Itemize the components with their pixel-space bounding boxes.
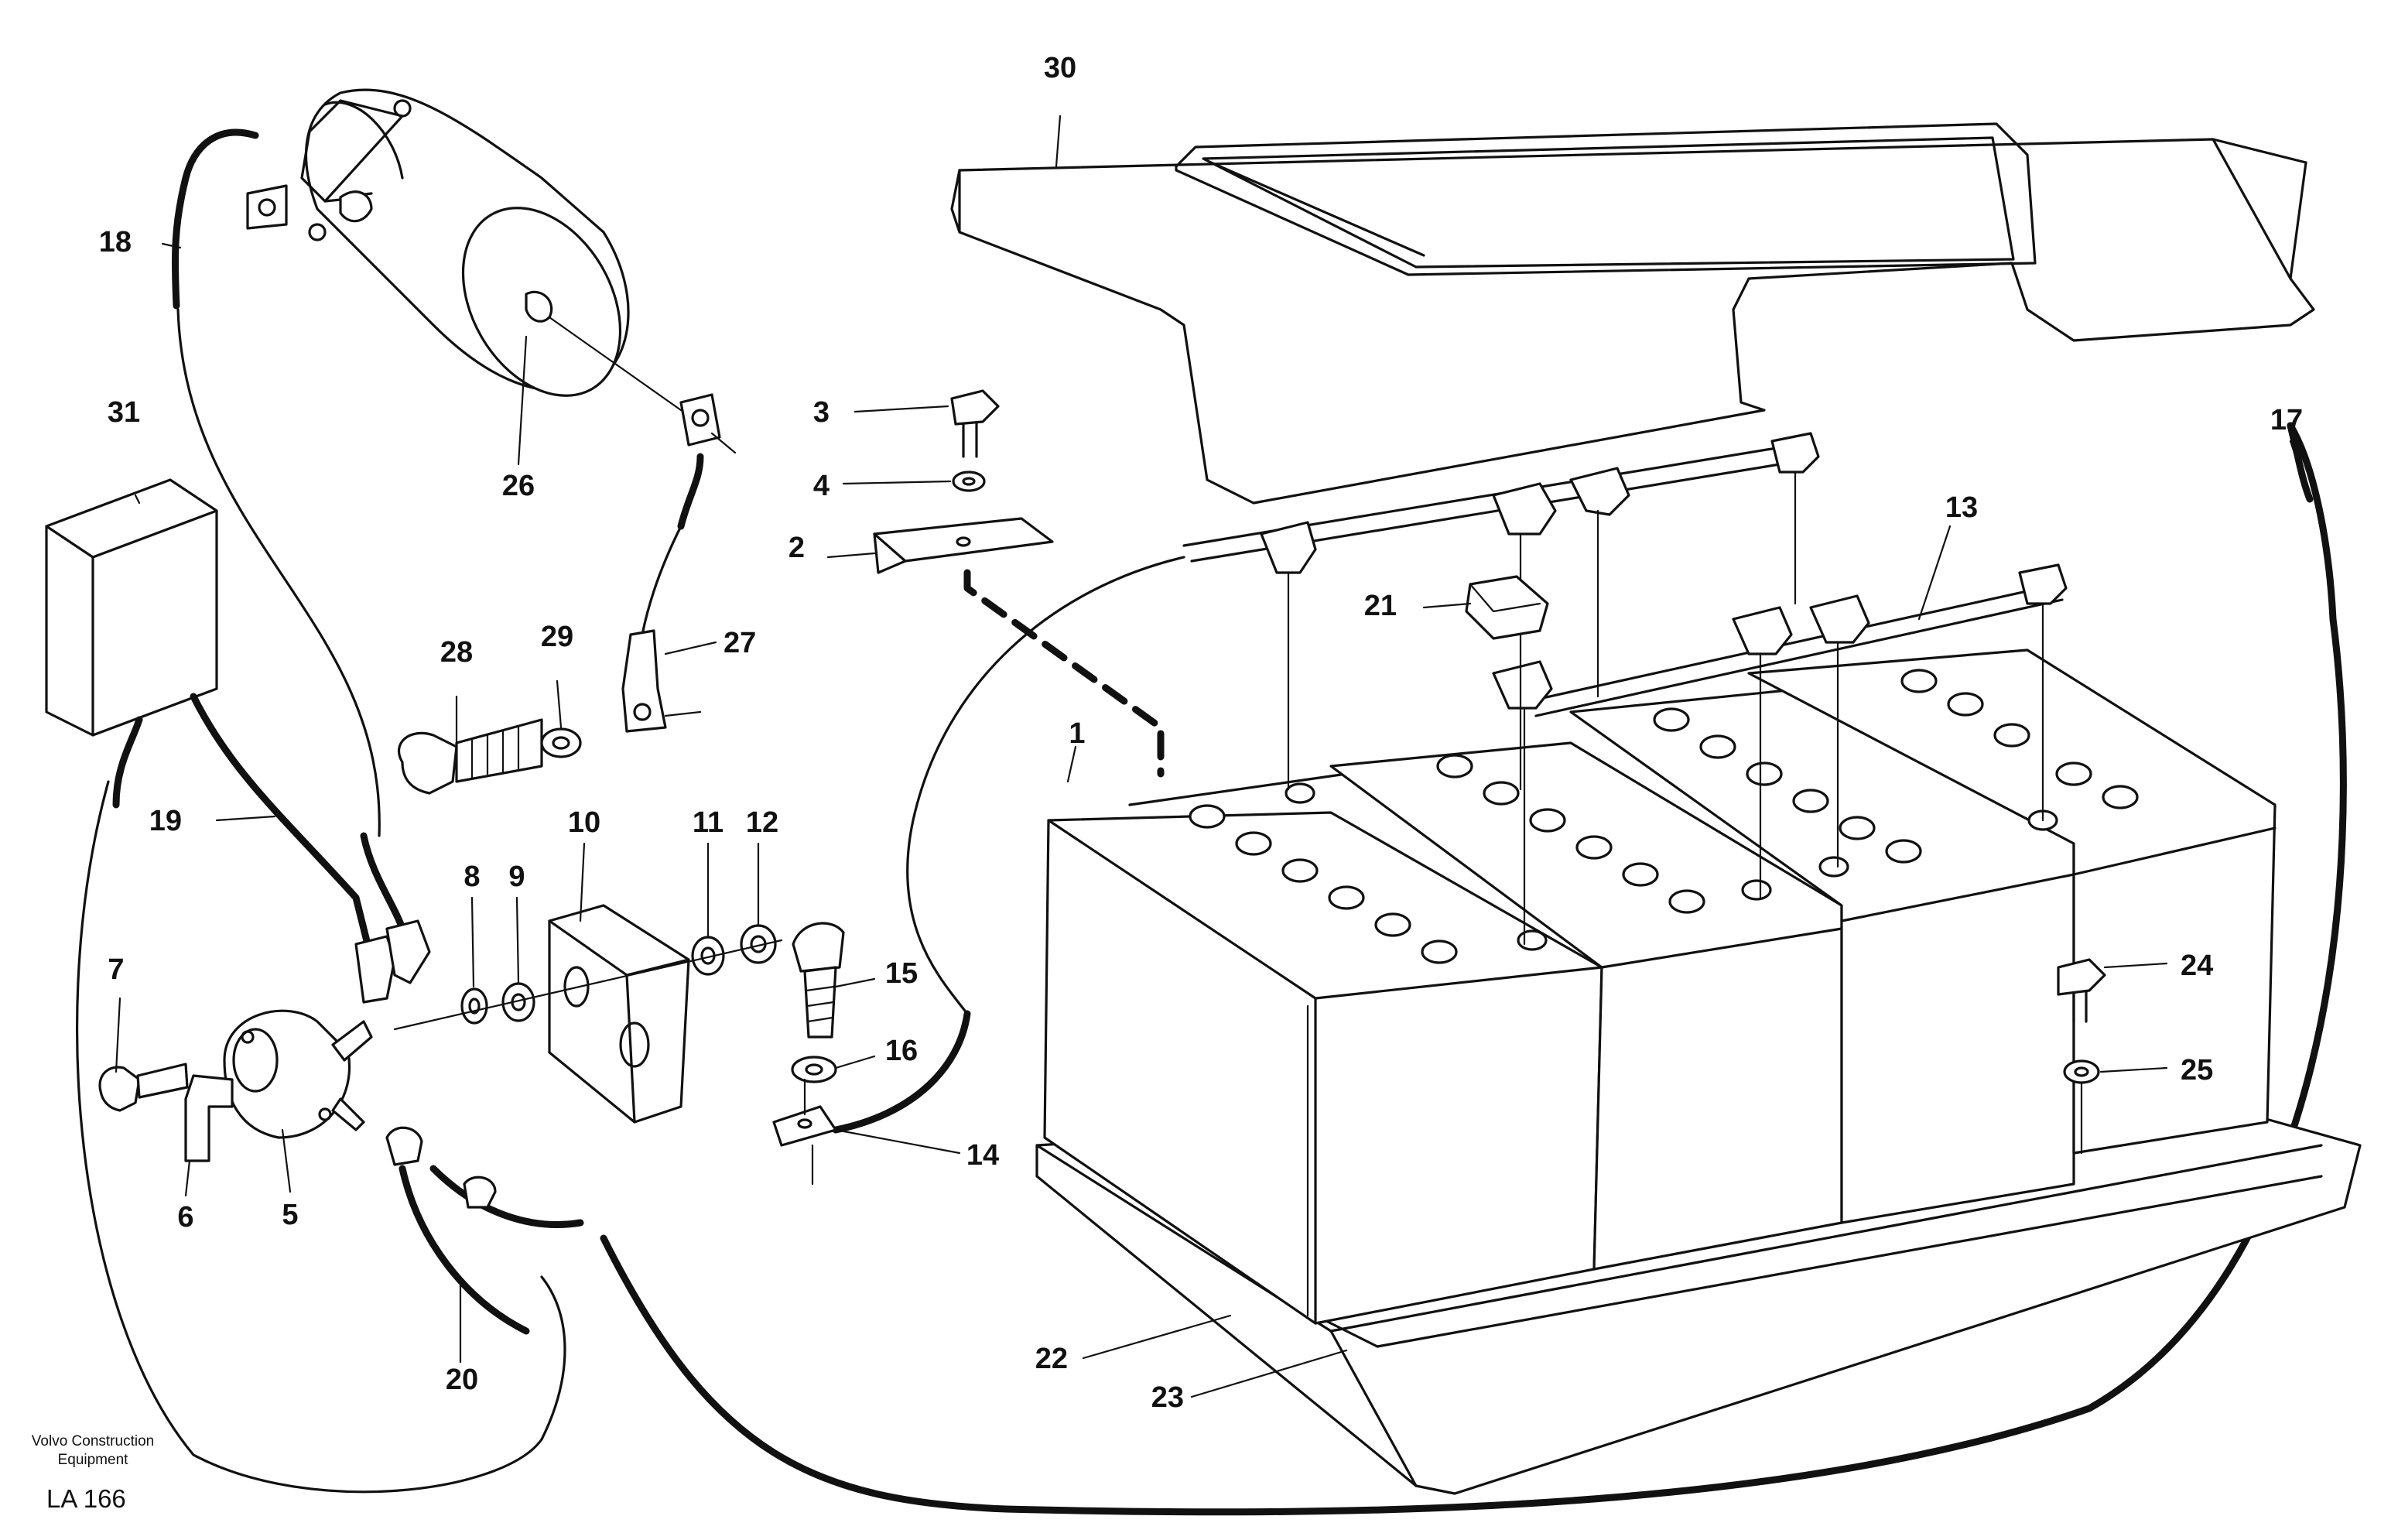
callout-9: 9 [508,861,525,893]
nut-9 [501,982,535,1022]
callout-24: 24 [2181,950,2213,982]
callout-23: 23 [1151,1381,1184,1414]
box-31 [45,478,375,963]
battery-cover [950,122,2315,505]
washer-25 [2063,1059,2100,1155]
battery-caps [1189,669,2139,964]
callout-18: 18 [99,226,132,258]
callout-7: 7 [108,953,124,986]
cable-27 [621,393,737,733]
washer-11 [691,936,725,976]
washer-8 [460,987,488,1025]
callout-25: 25 [2181,1054,2213,1087]
callout-5: 5 [282,1199,298,1231]
cable-6 [184,1074,234,1162]
callout-1: 1 [1069,717,1085,750]
callout-6: 6 [177,1201,193,1234]
bolt-15 [792,922,845,1039]
callout-21: 21 [1364,590,1397,622]
callout-4: 4 [813,470,830,502]
publisher-line-1: Volvo Construction [32,1433,154,1449]
cable-18-lug [246,184,288,230]
housing-10 [548,904,690,1124]
switch-5 [223,1009,373,1139]
terminal-cap-21 [1465,575,1549,640]
callouts: 1 2 3 4 5 6 7 8 9 10 11 12 13 14 15 16 1… [99,52,2303,1414]
callout-19: 19 [149,805,182,837]
callout-8: 8 [464,861,480,893]
cable-19-lugs [354,919,431,1004]
washer-4 [952,471,986,492]
figure-footer: Volvo Construction Equipment LA 166 [32,1433,154,1513]
callout-22: 22 [1035,1343,1068,1375]
washer-29 [540,727,582,758]
publisher-line-2: Equipment [58,1452,129,1468]
callout-11: 11 [693,806,724,839]
bolt-3 [950,389,1000,458]
cable-18 [171,128,406,933]
connector-rod-13 [1182,432,2068,946]
callout-14: 14 [966,1139,999,1172]
callout-29: 29 [541,621,573,653]
callout-27: 27 [724,627,756,659]
callout-15: 15 [885,957,918,990]
callout-16: 16 [885,1035,918,1067]
cable-20 [385,1126,584,1335]
bracket-2 [873,517,1165,778]
callout-2: 2 [789,532,805,564]
bolt-7 [98,1063,189,1112]
washer-16 [791,1056,837,1083]
bolt-24 [2057,958,2106,1023]
bolt-28 [397,718,543,795]
callout-17: 17 [2270,404,2303,436]
callout-12: 12 [746,806,778,839]
figure-code: LA 166 [46,1484,126,1513]
nut-12 [740,924,777,964]
cable-14 [772,1078,837,1186]
callout-3: 3 [813,396,830,429]
cable-loop-left [76,780,566,1494]
callout-20: 20 [446,1364,478,1396]
callout-13: 13 [1945,491,1978,524]
callout-10: 10 [568,806,600,839]
leader-lines [115,115,2311,1398]
cable-arc-battery [832,556,1185,1134]
callout-31: 31 [108,396,140,429]
callout-30: 30 [1044,52,1076,84]
battery-4 [1747,649,2277,1155]
motor-26 [300,88,682,412]
callout-28: 28 [440,636,473,669]
callout-26: 26 [502,470,535,502]
assembly-axis [393,939,783,1031]
